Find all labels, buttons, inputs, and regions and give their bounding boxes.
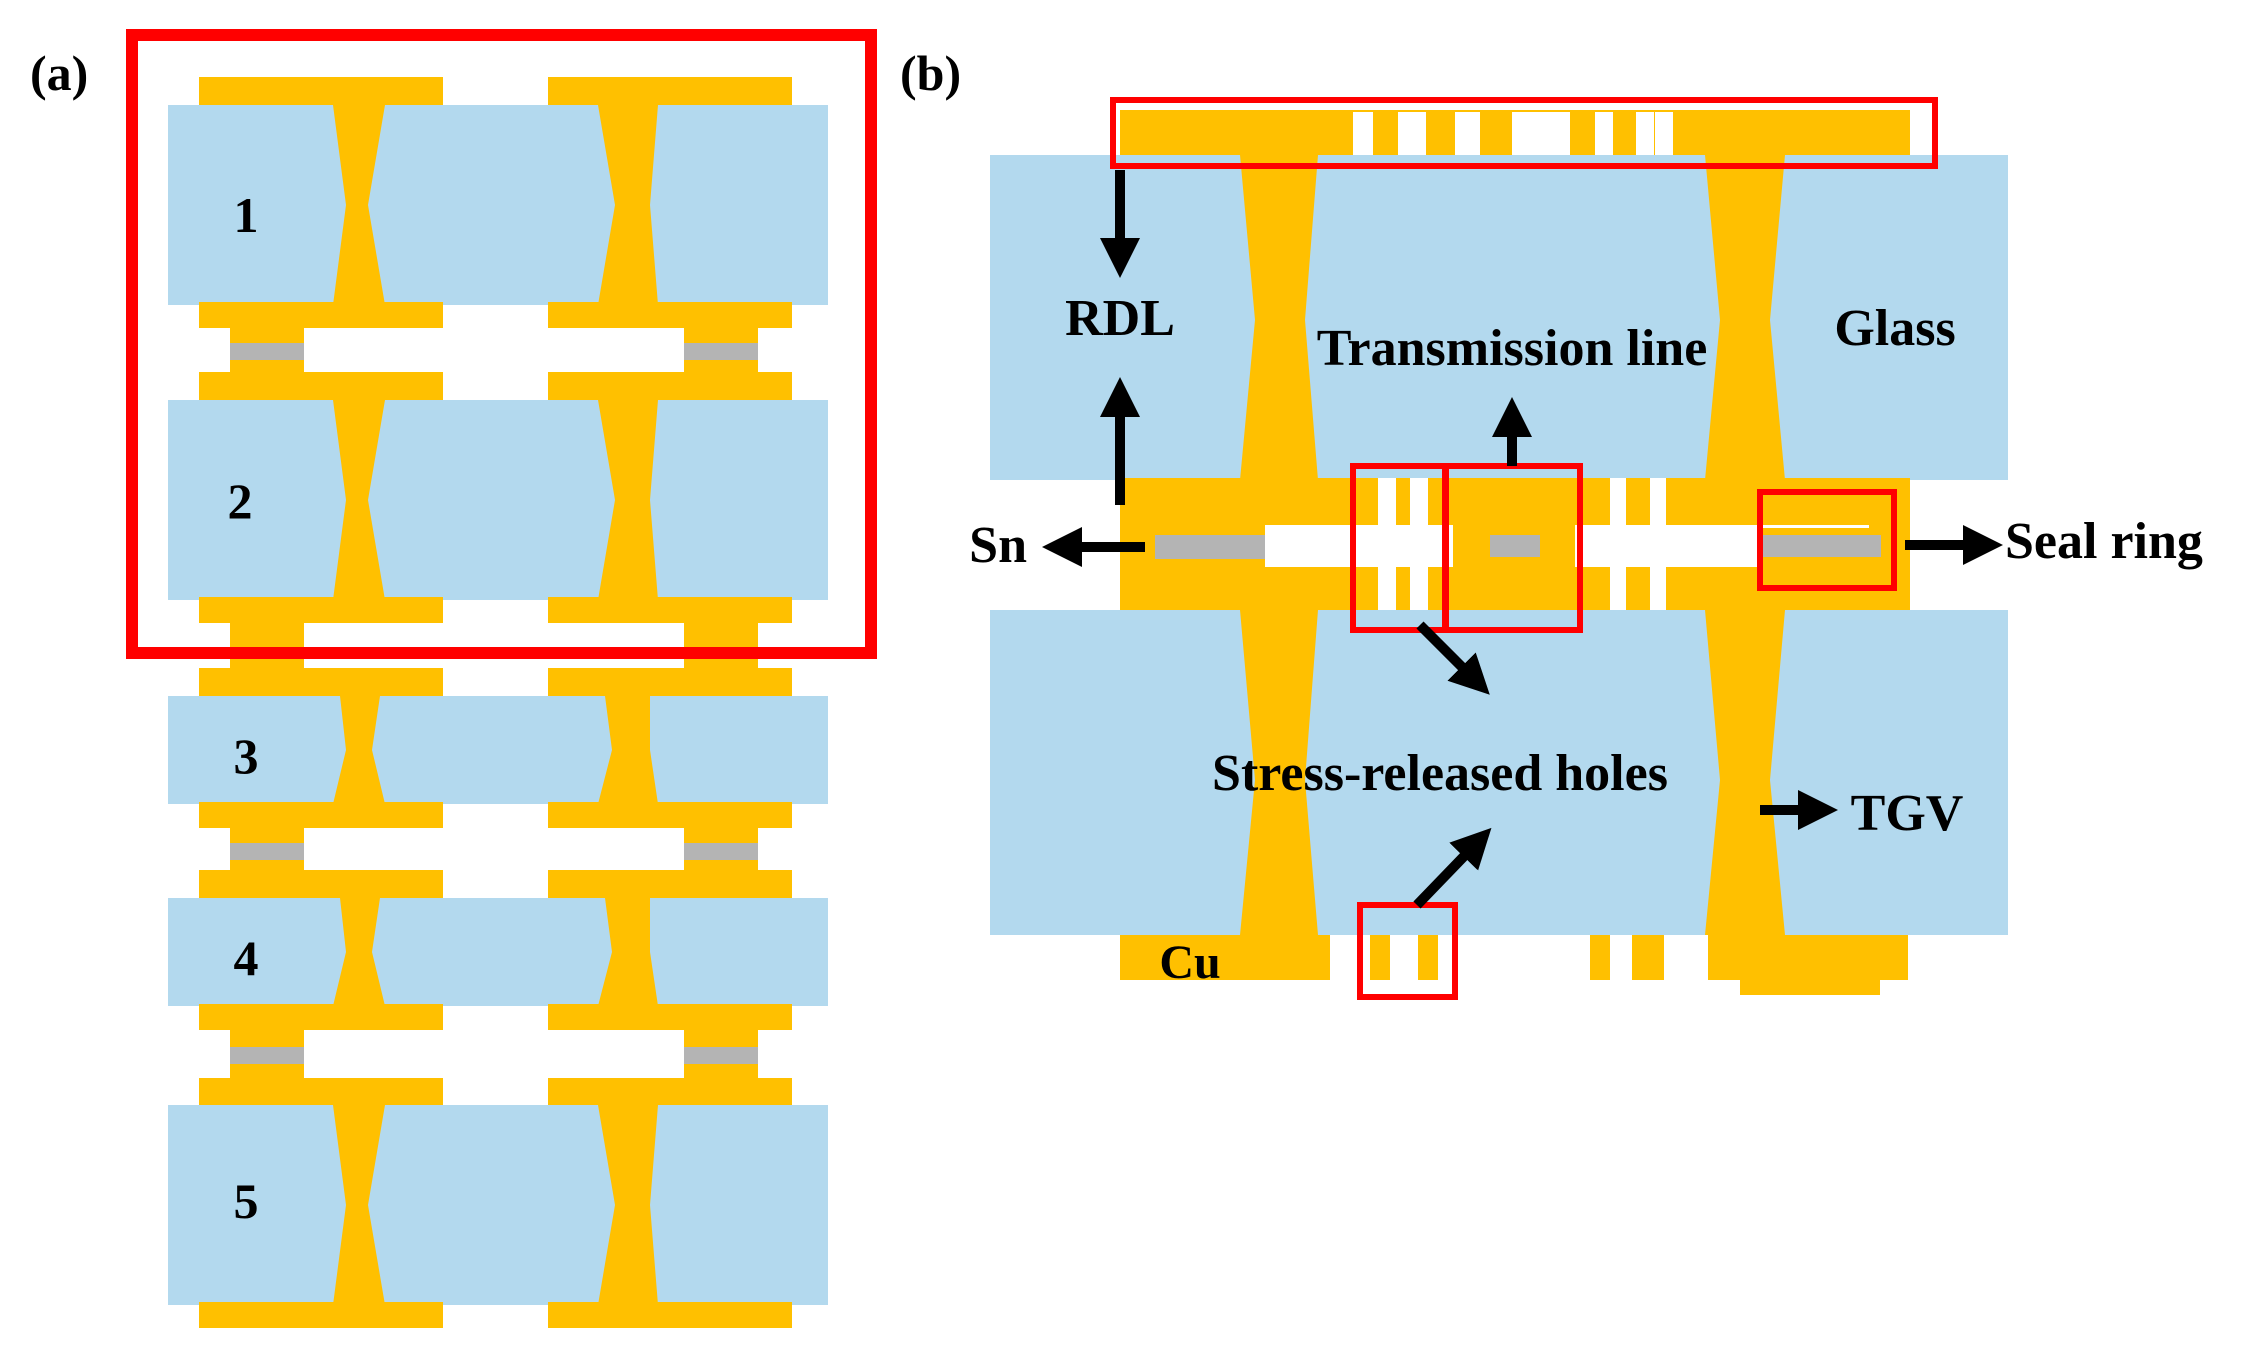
glass-layer-2	[168, 372, 828, 623]
label-transmission-line: Transmission line	[1317, 320, 1708, 377]
panel-a-stack: 1 2 3 4 5	[168, 77, 828, 1328]
panel-a: (a)	[30, 29, 877, 1328]
bottom-rdl	[1120, 935, 1908, 995]
label-glass: Glass	[1834, 300, 1955, 357]
lower-glass-substrate	[990, 610, 2008, 935]
highlight-box-top-rdl	[1110, 97, 1938, 169]
label-rdl: RDL	[1065, 290, 1175, 347]
panel-b-label: (b)	[900, 45, 961, 101]
glass-layer-4	[168, 870, 828, 1030]
layer-label-4: 4	[234, 930, 259, 986]
panel-a-label: (a)	[30, 45, 88, 101]
layer-label-2: 2	[228, 473, 253, 529]
arrow-to-stress-holes-from-upper	[1416, 621, 1490, 695]
layer-label-1: 1	[234, 187, 259, 243]
top-rdl	[1120, 110, 1910, 160]
layer-label-5: 5	[234, 1173, 259, 1229]
label-cu: Cu	[1159, 936, 1220, 989]
label-tgv: TGV	[1851, 785, 1964, 842]
panel-b: (b)	[900, 45, 2203, 1000]
label-seal-ring: Seal ring	[2005, 513, 2203, 570]
annotation-arrows	[1042, 170, 2003, 909]
highlight-box-stress-holes-lower	[1357, 902, 1458, 1000]
glass-layer-1	[168, 77, 828, 328]
layer-label-3: 3	[234, 728, 259, 784]
glass-layer-3	[168, 668, 828, 828]
highlight-box-layers-1-2	[126, 29, 877, 659]
highlight-box-seal-ring	[1757, 489, 1897, 591]
label-sn: Sn	[969, 517, 1027, 574]
arrow-to-stress-holes-from-lower	[1413, 827, 1492, 909]
glass-layer-5	[168, 1078, 828, 1328]
label-stress-released-holes: Stress-released holes	[1212, 745, 1668, 802]
